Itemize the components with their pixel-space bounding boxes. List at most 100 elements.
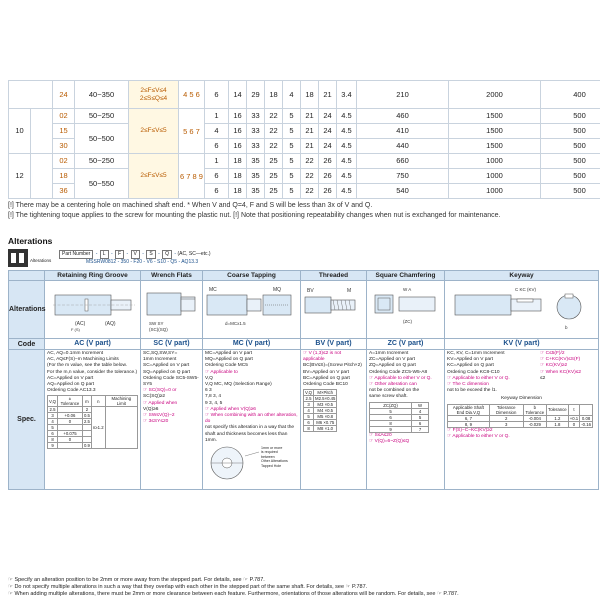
g12-r0-6: 26 — [318, 153, 337, 169]
fmt-l: L — [99, 250, 109, 259]
s1-n: n≥1.2 — [90, 406, 106, 450]
k6r1f: -0.16 — [579, 420, 593, 428]
drawing-retaining: (AC)(AQ)F (S) — [44, 280, 141, 339]
g10-r1-2: 33 — [246, 123, 265, 139]
g12-r0-3: 25 — [264, 153, 283, 169]
g12-r1-4: 5 — [282, 168, 301, 184]
top-val-0: 6 — [204, 80, 229, 109]
top-val-8: 210 — [356, 80, 449, 109]
g12-r0-8: 660 — [356, 153, 449, 169]
g10-r0-4: 5 — [282, 108, 301, 124]
alterations-title: Alterations — [8, 236, 53, 246]
g12-r1-10: 500 — [540, 168, 600, 184]
g10-r1-10: 500 — [540, 123, 600, 139]
top-sq-b: 2≤S≤Q≤4 — [139, 94, 168, 102]
part-number-format: Part Number - L - F - V - S - Q - (AC, S… — [58, 250, 211, 259]
g12-r0-0: 1 — [204, 153, 229, 169]
g12-r1-2: 35 — [246, 168, 265, 184]
svg-text:b: b — [565, 325, 568, 330]
g12-r2-7: 4.5 — [336, 183, 357, 199]
code-retaining: AC (V part) — [44, 338, 141, 350]
tap-draw-4: Tapped Hole — [261, 463, 282, 468]
top-val-4: 4 — [282, 80, 301, 109]
g12-r0-4: 5 — [282, 153, 301, 169]
spec5-tail-0: ☞ S≤A≤20 — [369, 432, 392, 438]
code-chamfer: ZC (V part) — [366, 338, 445, 350]
k6h0: Applicable Shaft End Dia.V,Q — [447, 403, 490, 416]
footnotes: ☞ Specify an alteration position to be 2… — [8, 577, 598, 599]
spec2-line-5: ☞ SC(SQ)=0 or — [143, 388, 177, 394]
spec6-right-3: ☞ When KC(KV)≤2 — [540, 369, 582, 375]
g12-sq: 2≤F≤V≤5 — [128, 153, 179, 199]
g12-r2-5: 22 — [300, 183, 319, 199]
spec1-line-1: AC, AQ≤F(S)−m Machining Limits — [47, 357, 119, 363]
svg-text:d=MCx1.5: d=MCx1.5 — [225, 321, 246, 326]
col-title-chamfer: Square Chamfering — [366, 270, 445, 281]
spec6-right-1: ☞ C+KC(KV)≤S(F) — [540, 357, 581, 363]
s1h4: Machining Limit — [104, 395, 139, 408]
spec4-line-2: BV=Applied on V part — [303, 369, 350, 375]
part-number-label: Part Number — [59, 250, 94, 259]
spec6-line-6: not to be exceed the l1. — [447, 388, 497, 394]
g12-lead-2: 36 — [52, 183, 75, 199]
spec3-line-0: MC=Applied on V part — [205, 351, 253, 356]
g12-r2-3: 25 — [264, 183, 283, 199]
k6r1b: 3 — [488, 420, 524, 428]
drawing-wrench: SW SY(SC)(SQ) — [140, 280, 203, 339]
spec-keyway: KC, KV, C=1mm Increment KV=Applied on V … — [444, 349, 599, 490]
s5r3a: 9 — [368, 425, 413, 433]
top-n-cell: 4 5 6 — [178, 80, 205, 109]
spec6-tail-1: ☞ Applicable to either V or Q. — [447, 433, 510, 439]
g12-r0-1: 18 — [228, 153, 247, 169]
spec6-right-0: ☞ C≤5(F)/2 — [540, 351, 565, 356]
spec3-line-7: 7,8 3, 4 — [205, 394, 222, 400]
spec3-line-9: ☞ Applied when V(Q)≥6 — [205, 406, 256, 412]
g12-r1-0: 6 — [204, 168, 229, 184]
g10-r0-3: 22 — [264, 108, 283, 124]
g10-lead-0: 02 — [52, 108, 75, 124]
spec3-line-4: V,Q — [205, 375, 213, 381]
s4r4b: M6 ×0.75 — [313, 419, 338, 427]
g12-r1-9: 1000 — [448, 168, 541, 184]
spec5-line-7: same screw shaft. — [369, 394, 408, 400]
fmt-v: V — [130, 250, 140, 259]
code-tapping: MC (V part) — [202, 338, 301, 350]
row-label-code: Code — [8, 338, 45, 350]
s4r5a: 8 — [302, 425, 315, 433]
s1h0: V,Q — [46, 395, 59, 408]
g12-r2-1: 18 — [228, 183, 247, 199]
col-title-keyway: Keyway — [444, 270, 599, 281]
g12-r1-1: 18 — [228, 168, 247, 184]
svg-text:(AC): (AC) — [75, 321, 86, 327]
svg-text:SW SY: SW SY — [149, 321, 164, 326]
part-number-example: MSSRW0812 - 350 - F20 - V6 - S10 - Q5 - … — [86, 259, 199, 265]
g12-r0-10: 500 — [540, 153, 600, 169]
svg-text:BV: BV — [307, 288, 314, 294]
k6h3: Tolerance — [546, 403, 569, 416]
g10-r2-8: 440 — [356, 138, 449, 154]
g12-r0-9: 1000 — [448, 153, 541, 169]
spec6-line-5: ☞ The C dimension — [447, 382, 489, 388]
spec3-line-10: ☞ When combining with an other alteratio… — [205, 413, 298, 425]
g10-r1-6: 24 — [318, 123, 337, 139]
g12-r2-8: 540 — [356, 183, 449, 199]
spec3-line-1: MQ=Applied on Q part — [205, 357, 253, 363]
spec6-line-4: ☞ Applicable to either V or Q. — [447, 375, 510, 381]
spec6-tail-0: ☞ F(S)−C−KC(KV)≥2 — [447, 427, 493, 433]
g10-r0-6: 24 — [318, 108, 337, 124]
drawing-keyway: C KC (KV) b — [444, 280, 599, 339]
svg-text:(ZC): (ZC) — [403, 319, 412, 324]
spec2-line-4: Ordering Code SC5-SW5-SY5 — [143, 375, 199, 388]
col-title-wrench: Wrench Flats — [140, 270, 203, 281]
spec6-line-1: KV=Applied on V part — [447, 357, 494, 363]
s4h0: V,Q — [302, 389, 315, 397]
svg-text:C KC (KV): C KC (KV) — [515, 287, 537, 292]
top-val-3: 18 — [264, 80, 283, 109]
spec1-line-3: For the m,n value, consider the toleranc… — [47, 369, 138, 375]
g10-range-0: 50~250 — [74, 108, 129, 124]
svg-text:F (S): F (S) — [71, 327, 81, 332]
